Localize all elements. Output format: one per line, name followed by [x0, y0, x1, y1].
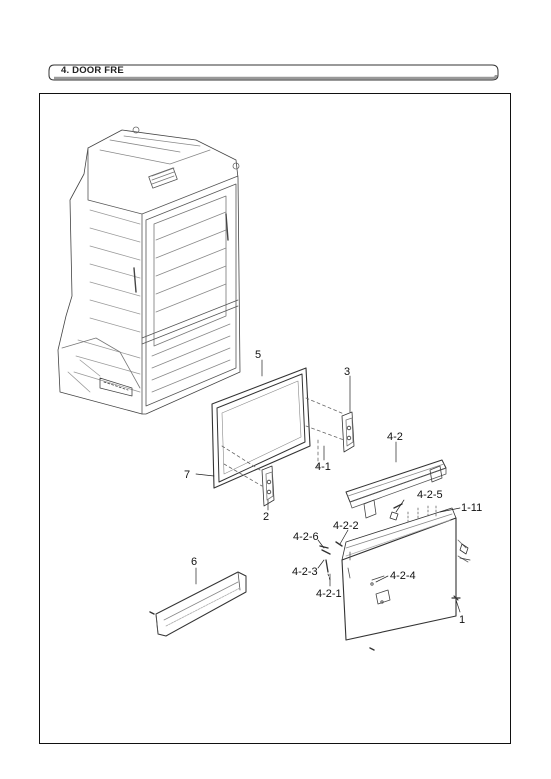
callout-4-2: 4-2 — [387, 431, 403, 443]
small-parts — [319, 503, 471, 581]
callout-4-2-6: 4-2-6 — [293, 531, 319, 543]
callout-1-11: 1-11 — [461, 502, 483, 514]
leader-1 — [455, 599, 461, 613]
callout-4-2-5: 4-2-5 — [417, 489, 443, 501]
door-gasket-frame — [211, 367, 345, 489]
diagram-frame — [39, 93, 511, 744]
callout-4-2-2: 4-2-2 — [333, 520, 359, 532]
section-header: 4. DOOR FRE — [48, 64, 499, 81]
callout-1: 1 — [459, 614, 466, 626]
refrigerator-cabinet — [57, 126, 241, 415]
leader-lines — [195, 359, 461, 613]
hinge-part-2 — [261, 465, 275, 507]
leader-7 — [195, 473, 215, 477]
hinge-part-3 — [341, 411, 355, 453]
callout-4-2-3: 4-2-3 — [292, 566, 318, 578]
leader-4-2-6 — [317, 539, 325, 549]
callout-4-1: 4-1 — [315, 461, 331, 473]
callout-2: 2 — [263, 511, 270, 523]
section-title: 4. DOOR FRE — [61, 65, 124, 76]
callout-5: 5 — [255, 349, 262, 361]
callout-6: 6 — [191, 556, 198, 568]
callout-3: 3 — [344, 366, 351, 378]
leader-4-2-4 — [375, 575, 389, 583]
callout-4-2-1: 4-2-1 — [316, 588, 342, 600]
leader-4-2-3 — [317, 559, 325, 569]
door-panel-assembly — [341, 505, 469, 651]
section-header-tab — [48, 64, 499, 81]
leader-4-2-2 — [339, 529, 349, 545]
door-bin-6 — [149, 571, 247, 637]
leader-1-11 — [439, 507, 461, 513]
callout-4-2-4: 4-2-4 — [390, 570, 416, 582]
door-trim-4-2 — [345, 459, 447, 519]
callout-7: 7 — [184, 469, 191, 481]
leader-4-2-5 — [395, 499, 405, 513]
